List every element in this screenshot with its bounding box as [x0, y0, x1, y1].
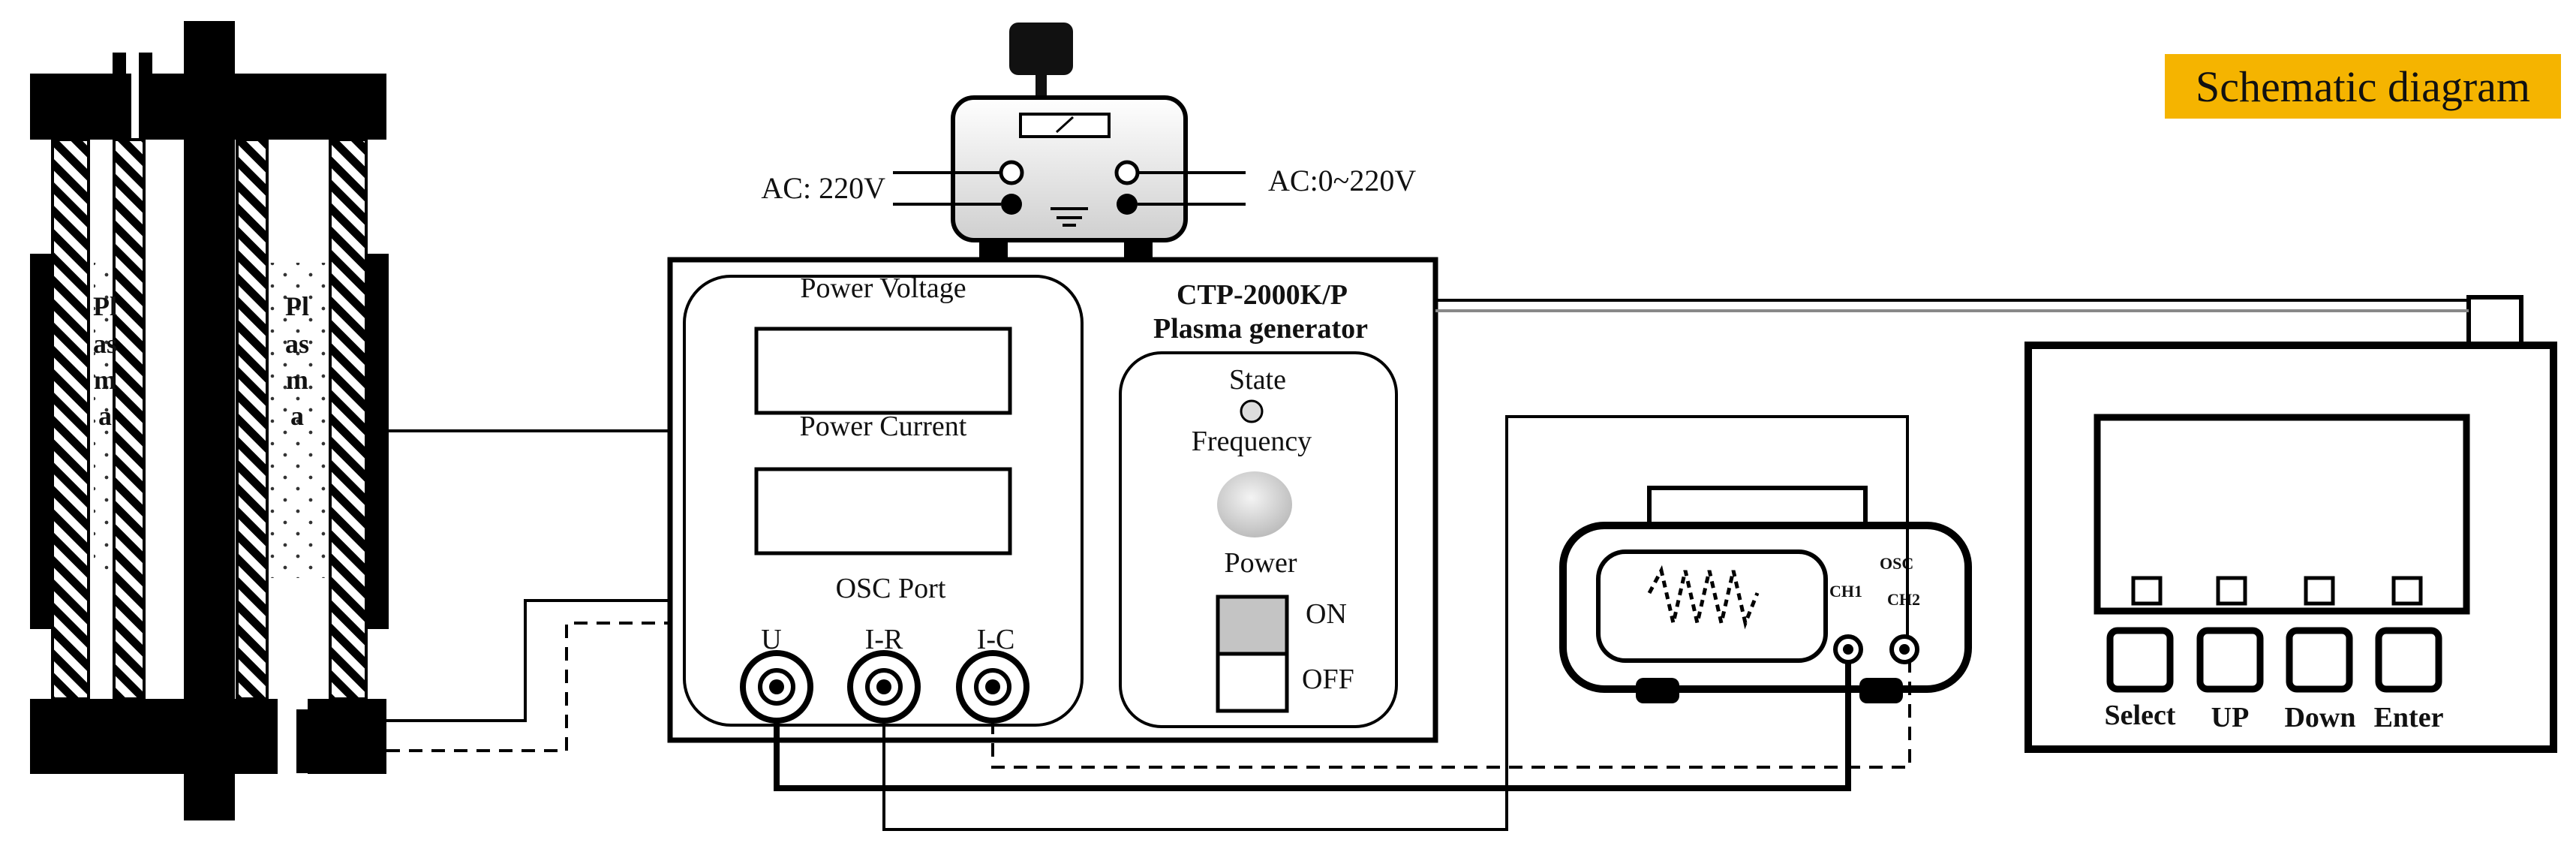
frequency-knob	[1217, 471, 1292, 537]
terminal-in-1	[999, 160, 1024, 185]
u-to-ch1-wire	[774, 662, 1851, 791]
power-off-label: OFF	[1302, 664, 1354, 695]
select-label: Select	[2105, 700, 2176, 731]
port-u-label: U	[761, 624, 781, 655]
outer-electrode-left	[30, 254, 53, 629]
up-label: UP	[2211, 702, 2250, 733]
power-switch-on	[1216, 595, 1289, 656]
power-on-label: ON	[1306, 598, 1347, 630]
variac-transformer	[893, 23, 1246, 260]
wiring	[386, 299, 2469, 831]
dielectric-wall-outer-left	[51, 138, 90, 700]
power-voltage-label: Power Voltage	[800, 272, 966, 304]
badge-label: Schematic diagram	[2195, 62, 2531, 111]
svg-text:Pl: Pl	[93, 291, 117, 321]
controller-down-button[interactable]	[2286, 627, 2353, 693]
plasma-label-right: Pl as m a	[285, 291, 309, 431]
osc-port-label: OSC Port	[836, 573, 946, 604]
controller-probe-connector	[2466, 295, 2523, 348]
port-i-c-label: I-C	[977, 624, 1015, 655]
controller-enter-button[interactable]	[2375, 627, 2442, 693]
power-current-label: Power Current	[800, 411, 967, 442]
outer-electrode-right	[366, 254, 389, 629]
controller-up-button[interactable]	[2196, 627, 2264, 693]
state-label: State	[1229, 364, 1286, 396]
power-switch-off	[1216, 652, 1289, 713]
port-i-r-label: I-R	[865, 624, 903, 655]
terminal-out-1	[1114, 160, 1140, 185]
oscilloscope	[1559, 486, 1972, 703]
dielectric-wall-outer-right	[329, 138, 368, 700]
reactor-bottom-cap-right	[308, 699, 386, 774]
oscilloscope-waveform	[1647, 564, 1760, 630]
generator-model: CTP-2000K/P	[1177, 279, 1348, 311]
controller-select-button[interactable]	[2106, 627, 2174, 693]
svg-text:m: m	[94, 365, 116, 395]
svg-text:a: a	[98, 401, 112, 431]
terminal-out-2	[1117, 194, 1138, 215]
svg-text:a: a	[290, 401, 304, 431]
plasma-reactor	[30, 21, 389, 820]
generator-right-panel	[1119, 351, 1398, 728]
svg-text:as: as	[93, 329, 117, 359]
dielectric-wall-inner-left	[113, 138, 146, 700]
ground-wire-solid	[386, 599, 670, 722]
ir-to-ch2-wire	[882, 415, 1909, 831]
terminal-in-2	[1001, 194, 1022, 215]
reactor-top-cap-right	[139, 74, 386, 140]
ch2-label: CH2	[1887, 590, 1920, 609]
oscilloscope-screen	[1596, 549, 1828, 663]
ground-wire-dashed	[386, 622, 670, 752]
transformer-output-label: AC:0~220V	[1268, 164, 1416, 197]
power-voltage-display	[754, 327, 1012, 415]
svg-text:as: as	[285, 329, 309, 359]
frequency-label: Frequency	[1192, 426, 1312, 457]
state-indicator-light	[1240, 399, 1264, 423]
plasma-label-left: Pl as m a	[93, 291, 117, 431]
power-current-display	[754, 467, 1012, 555]
dielectric-wall-inner-right	[236, 138, 269, 700]
schematic-diagram-badge: Schematic diagram	[2165, 54, 2561, 119]
transformer-input-label: AC: 220V	[761, 171, 885, 205]
enter-label: Enter	[2374, 702, 2444, 733]
svg-text:Pl: Pl	[285, 291, 309, 321]
transformer-knob	[1009, 23, 1073, 75]
ch1-label: CH1	[1829, 582, 1862, 601]
ic-dashed-wire	[991, 662, 1911, 769]
power-label: Power	[1224, 547, 1297, 579]
plasma-generator	[667, 257, 1438, 743]
down-label: Down	[2284, 702, 2355, 733]
central-electrode-rod	[184, 21, 235, 820]
generator-name: Plasma generator	[1153, 313, 1368, 345]
reactor-bottom-cap-left	[30, 699, 278, 774]
svg-text:m: m	[286, 365, 308, 395]
